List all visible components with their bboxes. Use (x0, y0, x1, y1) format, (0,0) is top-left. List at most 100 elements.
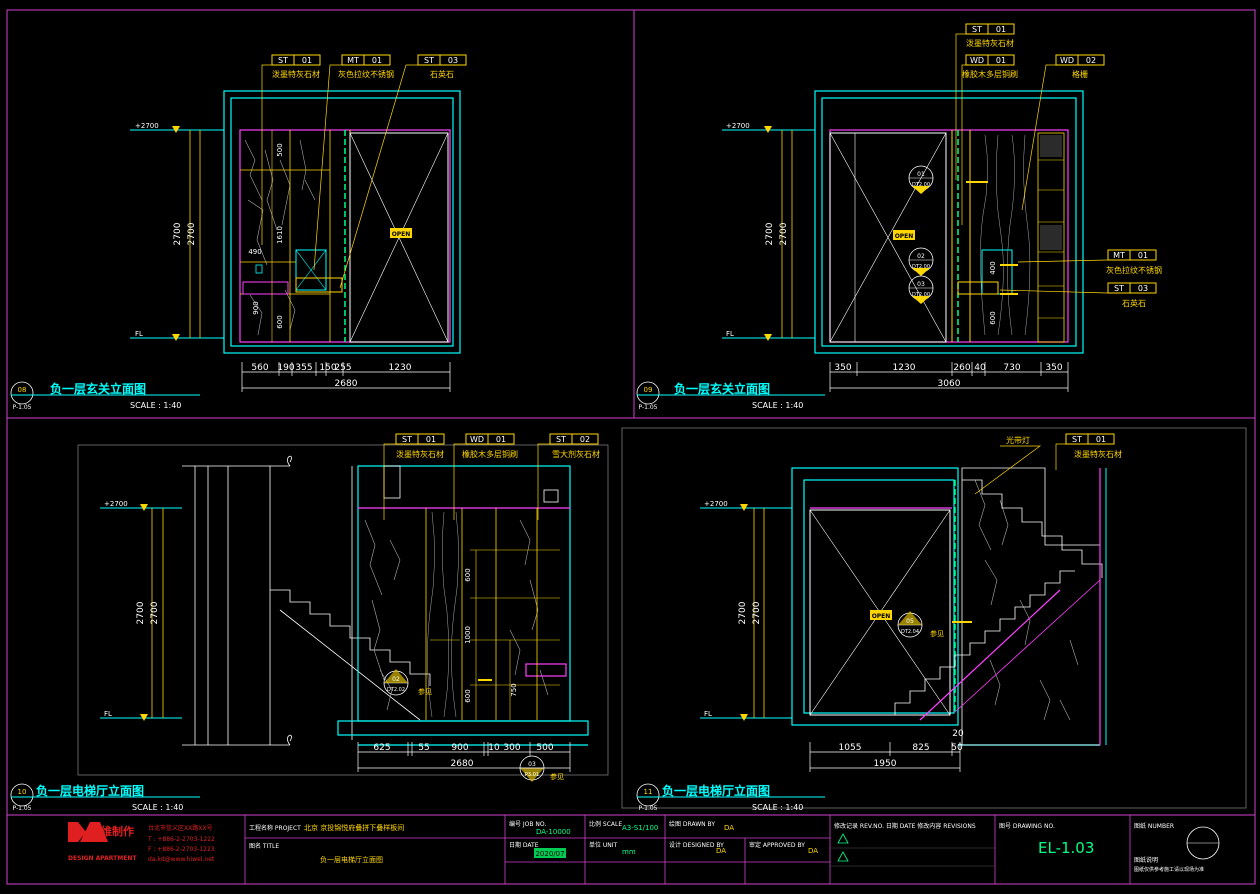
tag-num: 01 (996, 56, 1006, 65)
job-label: 编号 JOB NO. (509, 820, 546, 828)
height-dim-10a: 2700 (136, 601, 146, 624)
open-label-08: OPEN (392, 231, 411, 238)
elevation-10: 02 DT2.02 参见 03 P3.01 参见 +2700 FL 2700 2… (10, 433, 600, 812)
tag-09-1: WD 01 橡胶木多层铜刷 (961, 54, 1018, 225)
revisions-label: 修改记录 REV.NO. 日期 DATE 修改内容 REVISIONS (834, 822, 976, 830)
ref-08: P-1.05 (12, 404, 31, 411)
revision-triangle-icon (837, 833, 849, 844)
tag-code: ST (1114, 284, 1124, 293)
ref-sheet: DT2.00 (912, 264, 930, 270)
tag-code: ST (278, 56, 288, 65)
scale-09: SCALE : 1:40 (752, 401, 803, 410)
title-block: 乔维制作 DESIGN APARTMENT 台北市信义区XX路XX号 T : +… (68, 815, 1220, 884)
dim-11-2: 50 (951, 743, 963, 753)
tag-num: 03 (448, 56, 458, 65)
height-dim-11b: 2700 (752, 601, 762, 624)
level-top-09: +2700 (726, 122, 750, 130)
tag-label: 雪大剂灰石材 (552, 449, 600, 459)
tag-code: WD (470, 435, 484, 444)
unit-label: 单位 UNIT (589, 841, 618, 849)
title-11: 负一层电梯厅立面图 (662, 783, 770, 798)
ref-sheet: DT2.00 (912, 292, 930, 298)
level-floor-11: FL (704, 710, 712, 718)
tag-num: 01 (496, 435, 506, 444)
dim-11-0: 1055 (839, 743, 862, 753)
dim-10-3: 10 (488, 743, 500, 753)
frame-11-border (621, 427, 1247, 809)
id-10: 10 (18, 788, 27, 796)
tag-code: MT (1113, 251, 1125, 260)
vdim-10-3: 750 (510, 683, 518, 696)
vdim-09-0: 400 (989, 261, 997, 274)
dim-08-3: 150 (319, 363, 336, 373)
tag-label: 灰色拉纹不锈钢 (338, 69, 394, 79)
detail-ref-09-2: 03 DT2.00 (908, 275, 934, 304)
tag-10-1: WD 01 橡胶木多层铜刷 (453, 433, 518, 520)
tag-label: 泼墨特灰石材 (1074, 449, 1122, 459)
ref-num: 02 (917, 253, 925, 260)
vdim-10-0: 600 (464, 568, 472, 581)
level-top-11: +2700 (704, 500, 728, 508)
detail-ref-10-0: 02 DT2.02 参见 (383, 669, 432, 696)
tag-code: ST (972, 25, 982, 34)
tag-code: ST (402, 435, 412, 444)
detail-ref-09-0: 01 DT2.00 (908, 165, 934, 194)
open-label-11: OPEN (872, 613, 891, 620)
total-10: 2680 (451, 759, 474, 769)
note-2: 图纸仅供参考施工请以现场为准 (1134, 866, 1204, 873)
title-08: 负一层玄关立面图 (50, 381, 146, 396)
level-top-10: +2700 (104, 500, 128, 508)
id-09: 09 (644, 386, 653, 394)
title-label: 图名 TITLE (249, 842, 279, 850)
scale-11: SCALE : 1:40 (752, 803, 803, 812)
ref-num: 02 (392, 676, 400, 683)
level-top-08: +2700 (135, 122, 159, 130)
tag-08-1: MT 01 灰色拉纹不锈钢 (313, 54, 394, 271)
vdim-08-4: 600 (276, 315, 284, 328)
title-09: 负一层玄关立面图 (674, 381, 770, 396)
dim-10-4: 300 (503, 743, 520, 753)
tag-10-2: ST 02 雪大剂灰石材 (537, 433, 600, 520)
ref-num: 01 (917, 171, 925, 178)
date-label: 日期 DATE (509, 841, 539, 849)
elevation-11: OPEN 05 DT2.04 参见 +2700 FL (636, 433, 1122, 812)
elevation-08: OPEN +2700 FL 2700 2700 500 1610 490 900… (10, 54, 467, 411)
height-dim-09b: 2700 (779, 222, 789, 245)
drawn: DA (724, 824, 734, 832)
elevation-09: OPEN 01 DT2.00 02 DT2.00 (636, 23, 1162, 411)
detail-ref-11-0: 05 DT2.04 参见 (897, 611, 944, 638)
total-11: 1950 (874, 759, 897, 769)
revision-triangle-icon (837, 851, 849, 862)
ref-11: P-1.05 (638, 805, 657, 812)
tag-num: 01 (1096, 435, 1106, 444)
dim-09-5: 350 (1045, 363, 1062, 373)
tag-num: 01 (1138, 251, 1148, 260)
designed-label: 设计 DESIGNED BY (669, 841, 724, 849)
tag-09-3: MT 01 灰色拉纹不锈钢 (1017, 249, 1162, 275)
dim-10-1: 55 (418, 743, 429, 753)
level-floor-10: FL (104, 710, 112, 718)
tag-11-0: 光带灯 (974, 435, 1042, 495)
tag-num: 01 (996, 25, 1006, 34)
ref-sheet: DT2.04 (901, 629, 919, 635)
tag-num: 03 (1138, 284, 1148, 293)
dim-10-2: 900 (451, 743, 468, 753)
ref-10: P-1.05 (12, 805, 31, 812)
tag-11-1: ST 01 泼墨特灰石材 (1055, 433, 1122, 470)
tag-08-0: ST 01 泼墨特灰石材 (261, 54, 321, 245)
dim-08-0: 560 (251, 363, 268, 373)
vdim-08-0: 500 (276, 143, 284, 156)
scale-08: SCALE : 1:40 (130, 401, 181, 410)
ref-note: 参见 (930, 629, 944, 638)
detail-ref-10-1: 03 P3.01 参见 (519, 755, 564, 782)
scale: A3-S1/100 (622, 824, 658, 832)
height-dim-08b: 2700 (187, 222, 197, 245)
email: da.kd@www.hiwel.net (148, 856, 215, 863)
vdim-09-1: 600 (989, 311, 997, 324)
tag-code: WD (1060, 56, 1074, 65)
tag-08-2: ST 03 石英石 (339, 54, 467, 289)
drawing-no-label: 图号 DRAWING NO. (999, 823, 1055, 830)
dim-09-3: 40 (974, 363, 986, 373)
sheet-frame (6, 9, 1256, 885)
tag-09-2: WD 02 格栅 (1021, 54, 1105, 211)
